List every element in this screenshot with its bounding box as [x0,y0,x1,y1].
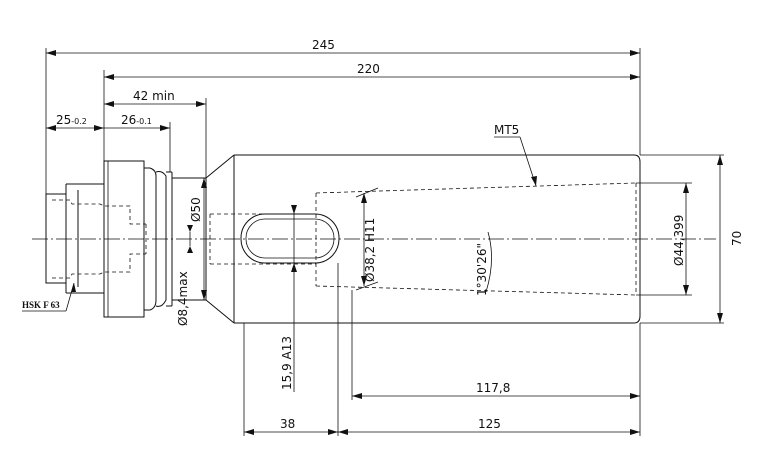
dim-taper-length: 117,8 [476,381,510,395]
dimension-dia-8 [187,225,193,253]
dim-slot-width: 15,9 A13 [280,336,294,390]
dimension-26 [104,125,170,131]
dimension-dia-44 [683,183,689,295]
hidden-lines [52,182,637,296]
label-hsk: HSK F 63 [22,300,60,310]
dim-shank-length: 25-0.2 [56,113,87,127]
dimension-dia-50 [201,178,207,300]
dim-neck-dia: Ø50 [189,197,203,222]
dimension-38 [244,429,338,435]
dimension-dia-38 [355,187,379,291]
dim-socket-length: 125 [478,417,501,431]
hsk-leader [22,282,76,312]
dimension-42 [104,101,206,107]
dimension-dia-70 [717,155,723,323]
mt5-leader [494,136,537,187]
dimension-125 [338,429,640,435]
dim-overall-length: 245 [312,38,335,52]
dimension-25 [46,125,104,131]
extension-lines [45,48,724,436]
dim-bore-dia: Ø8,4max [176,271,190,326]
dimension-slot-width [291,205,297,392]
dim-body-length: 220 [357,62,380,76]
dimension-245 [46,50,640,56]
dim-slot-length: 38 [280,417,295,431]
dim-flange-length: 42 min [133,89,175,103]
dim-outer-dia: 70 [730,231,744,246]
dim-taper-angle: 1°30'26" [475,243,489,296]
dimension-117 [352,393,640,399]
drive-slot [240,213,340,264]
dimension-taper-angle [485,231,492,293]
dim-collar-length: 26-0.1 [121,113,152,127]
dim-taper-dia: Ø38,2 H11 [363,218,377,282]
dim-mouth-dia: Ø44,399 [672,215,686,266]
tool-holder-outline [45,154,641,324]
dimension-220 [104,74,640,80]
label-mt: MT5 [494,123,519,137]
